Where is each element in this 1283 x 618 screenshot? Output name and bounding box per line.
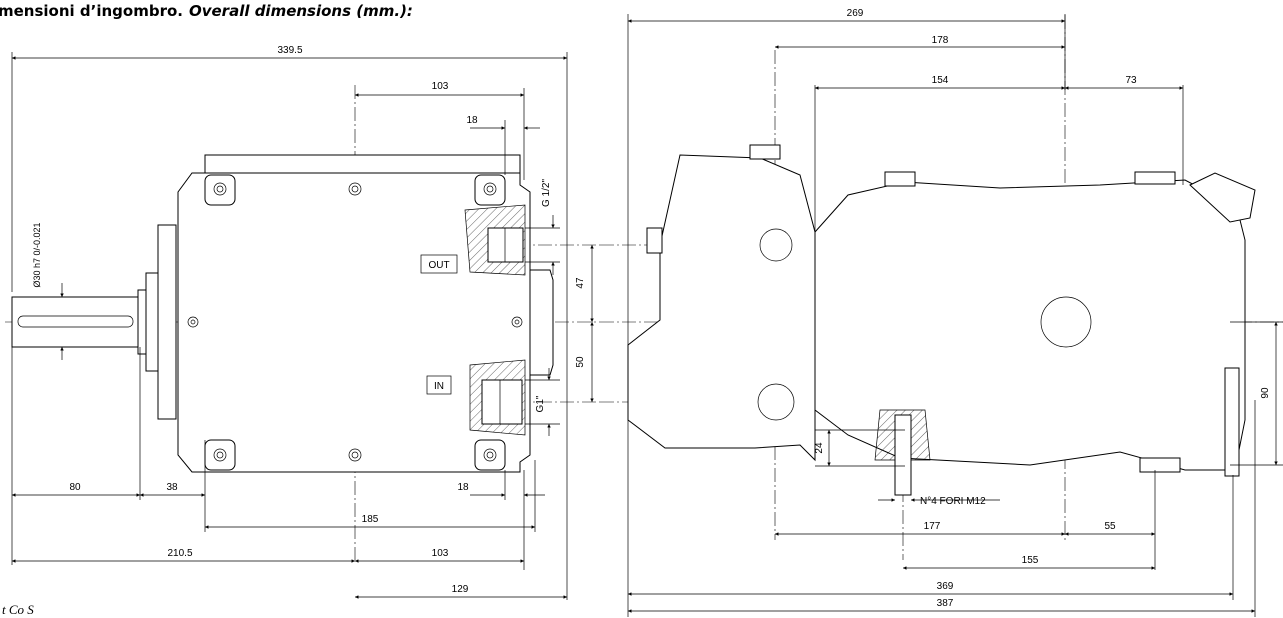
pump-body — [177, 172, 531, 473]
footer-text: t Co S — [2, 602, 34, 617]
dim-339-5: 339.5 — [277, 45, 302, 56]
title-italian: mensioni d’ingombro. — [0, 2, 183, 20]
dim-18-bottom: 18 — [457, 482, 469, 493]
dim-178: 178 — [932, 35, 949, 46]
mounting-flange — [157, 224, 177, 420]
dim-210-5: 210.5 — [167, 548, 192, 559]
holes-note: N°4 FORI M12 — [920, 496, 986, 507]
shaft-diameter-label: Ø30 h7 0/-0.021 — [32, 222, 42, 287]
dim-38: 38 — [166, 482, 178, 493]
dim-47: 47 — [575, 277, 586, 289]
dim-103-bottom: 103 — [432, 548, 449, 559]
dim-177: 177 — [924, 521, 941, 532]
shaft — [11, 296, 141, 348]
dim-55: 55 — [1104, 521, 1116, 532]
pump-head — [627, 154, 816, 462]
dim-387: 387 — [937, 598, 954, 609]
right-view — [600, 14, 1283, 617]
thread-out-label: G 1/2" — [541, 179, 552, 207]
title-english: Overall dimensions (mm.): — [188, 2, 413, 20]
dim-50: 50 — [575, 356, 586, 368]
dim-73: 73 — [1125, 75, 1137, 86]
port-out-label: OUT — [428, 260, 449, 271]
left-view — [5, 52, 600, 600]
dim-369: 369 — [937, 581, 954, 592]
dim-129: 129 — [452, 584, 469, 595]
oil-cap — [1189, 172, 1256, 223]
dim-185: 185 — [362, 514, 379, 525]
thread-in-label: G1" — [535, 395, 546, 412]
dim-269: 269 — [847, 8, 864, 19]
port-in-label: IN — [434, 381, 444, 392]
dim-90: 90 — [1260, 387, 1271, 399]
drawing-title: mensioni d’ingombro. Overall dimensions (… — [0, 2, 413, 20]
dim-24: 24 — [814, 442, 825, 454]
dim-154: 154 — [932, 75, 949, 86]
dim-103-top: 103 — [432, 81, 449, 92]
dim-80: 80 — [69, 482, 81, 493]
dim-155: 155 — [1022, 555, 1039, 566]
dim-18-top: 18 — [466, 115, 478, 126]
